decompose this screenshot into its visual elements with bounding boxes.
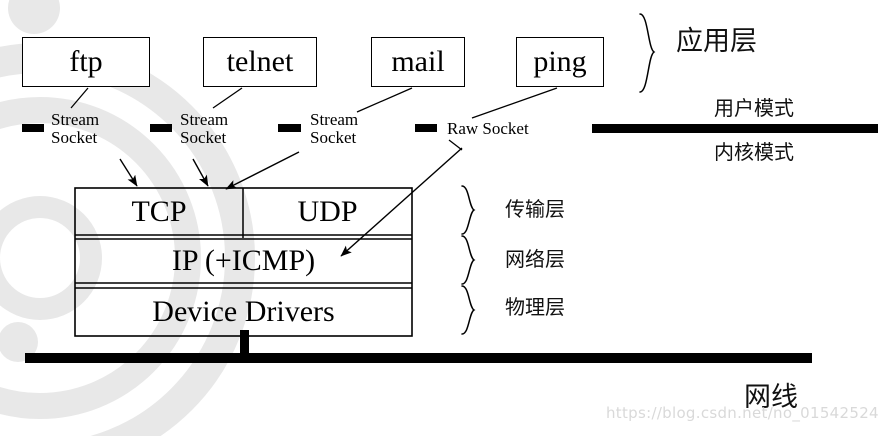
application-layer-label: 应用层 [676, 26, 757, 57]
dash-marker-2 [150, 124, 172, 132]
app-box-mail[interactable]: mail [371, 37, 465, 87]
app-box-ftp[interactable]: ftp [22, 37, 150, 87]
app-box-ping-label: ping [533, 45, 587, 78]
network-layer-label: 网络层 [505, 247, 565, 271]
tcp-cell[interactable]: TCP [75, 188, 243, 235]
app-box-ping[interactable]: ping [516, 37, 604, 87]
arrow-stream-socket-1-to-tcp [119, 158, 138, 187]
leader-raw-socket-tail [448, 139, 463, 151]
stream-socket-label-telnet: Stream Socket [180, 110, 229, 147]
stream-socket-label-mail: Stream Socket [310, 110, 359, 147]
dash-marker-3 [278, 124, 301, 132]
raw-socket-label-ping: Raw Socket [447, 119, 529, 138]
udp-cell-label: UDP [297, 194, 358, 228]
kernel-mode-label: 内核模式 [714, 140, 794, 164]
tcp-cell-label: TCP [131, 194, 187, 228]
network-cable-label: 网线 [744, 382, 798, 413]
app-box-telnet[interactable]: telnet [203, 37, 317, 87]
arrow-stream-socket-2-to-tcp [192, 158, 209, 187]
brace-application-layer-path [639, 13, 656, 93]
transport-layer-label: 传输层 [505, 197, 565, 221]
arrow-raw-socket-to-ip [340, 147, 463, 257]
leader-mail-to-socket [356, 87, 413, 113]
stream-socket-label-ftp: Stream Socket [51, 110, 100, 147]
physical-layer-label: 物理层 [505, 295, 565, 319]
device-to-cable-connector [240, 330, 249, 355]
arrow-stream-socket-3-to-tcp [225, 151, 300, 190]
brace-transport-layer-path [461, 185, 476, 235]
network-cable-bar [25, 353, 812, 363]
dash-marker-4 [415, 124, 437, 132]
user-mode-label: 用户模式 [714, 96, 794, 120]
leader-ping-to-socket [471, 87, 558, 119]
app-box-telnet-label: telnet [226, 45, 294, 78]
brace-network-layer-path [461, 235, 476, 285]
leader-ftp-to-socket [70, 87, 89, 109]
user-kernel-divider-bar [592, 124, 878, 133]
app-box-ftp-label: ftp [69, 45, 103, 78]
ip-icmp-cell[interactable]: IP (+ICMP) [75, 239, 412, 283]
udp-cell[interactable]: UDP [243, 188, 412, 235]
leader-telnet-to-socket [212, 87, 243, 109]
app-box-mail-label: mail [391, 45, 445, 78]
dash-marker-1 [22, 124, 44, 132]
ip-icmp-cell-label: IP (+ICMP) [171, 244, 316, 277]
device-drivers-cell[interactable]: Device Drivers [75, 288, 412, 336]
device-drivers-cell-label: Device Drivers [152, 295, 335, 328]
brace-physical-layer-path [461, 285, 476, 335]
